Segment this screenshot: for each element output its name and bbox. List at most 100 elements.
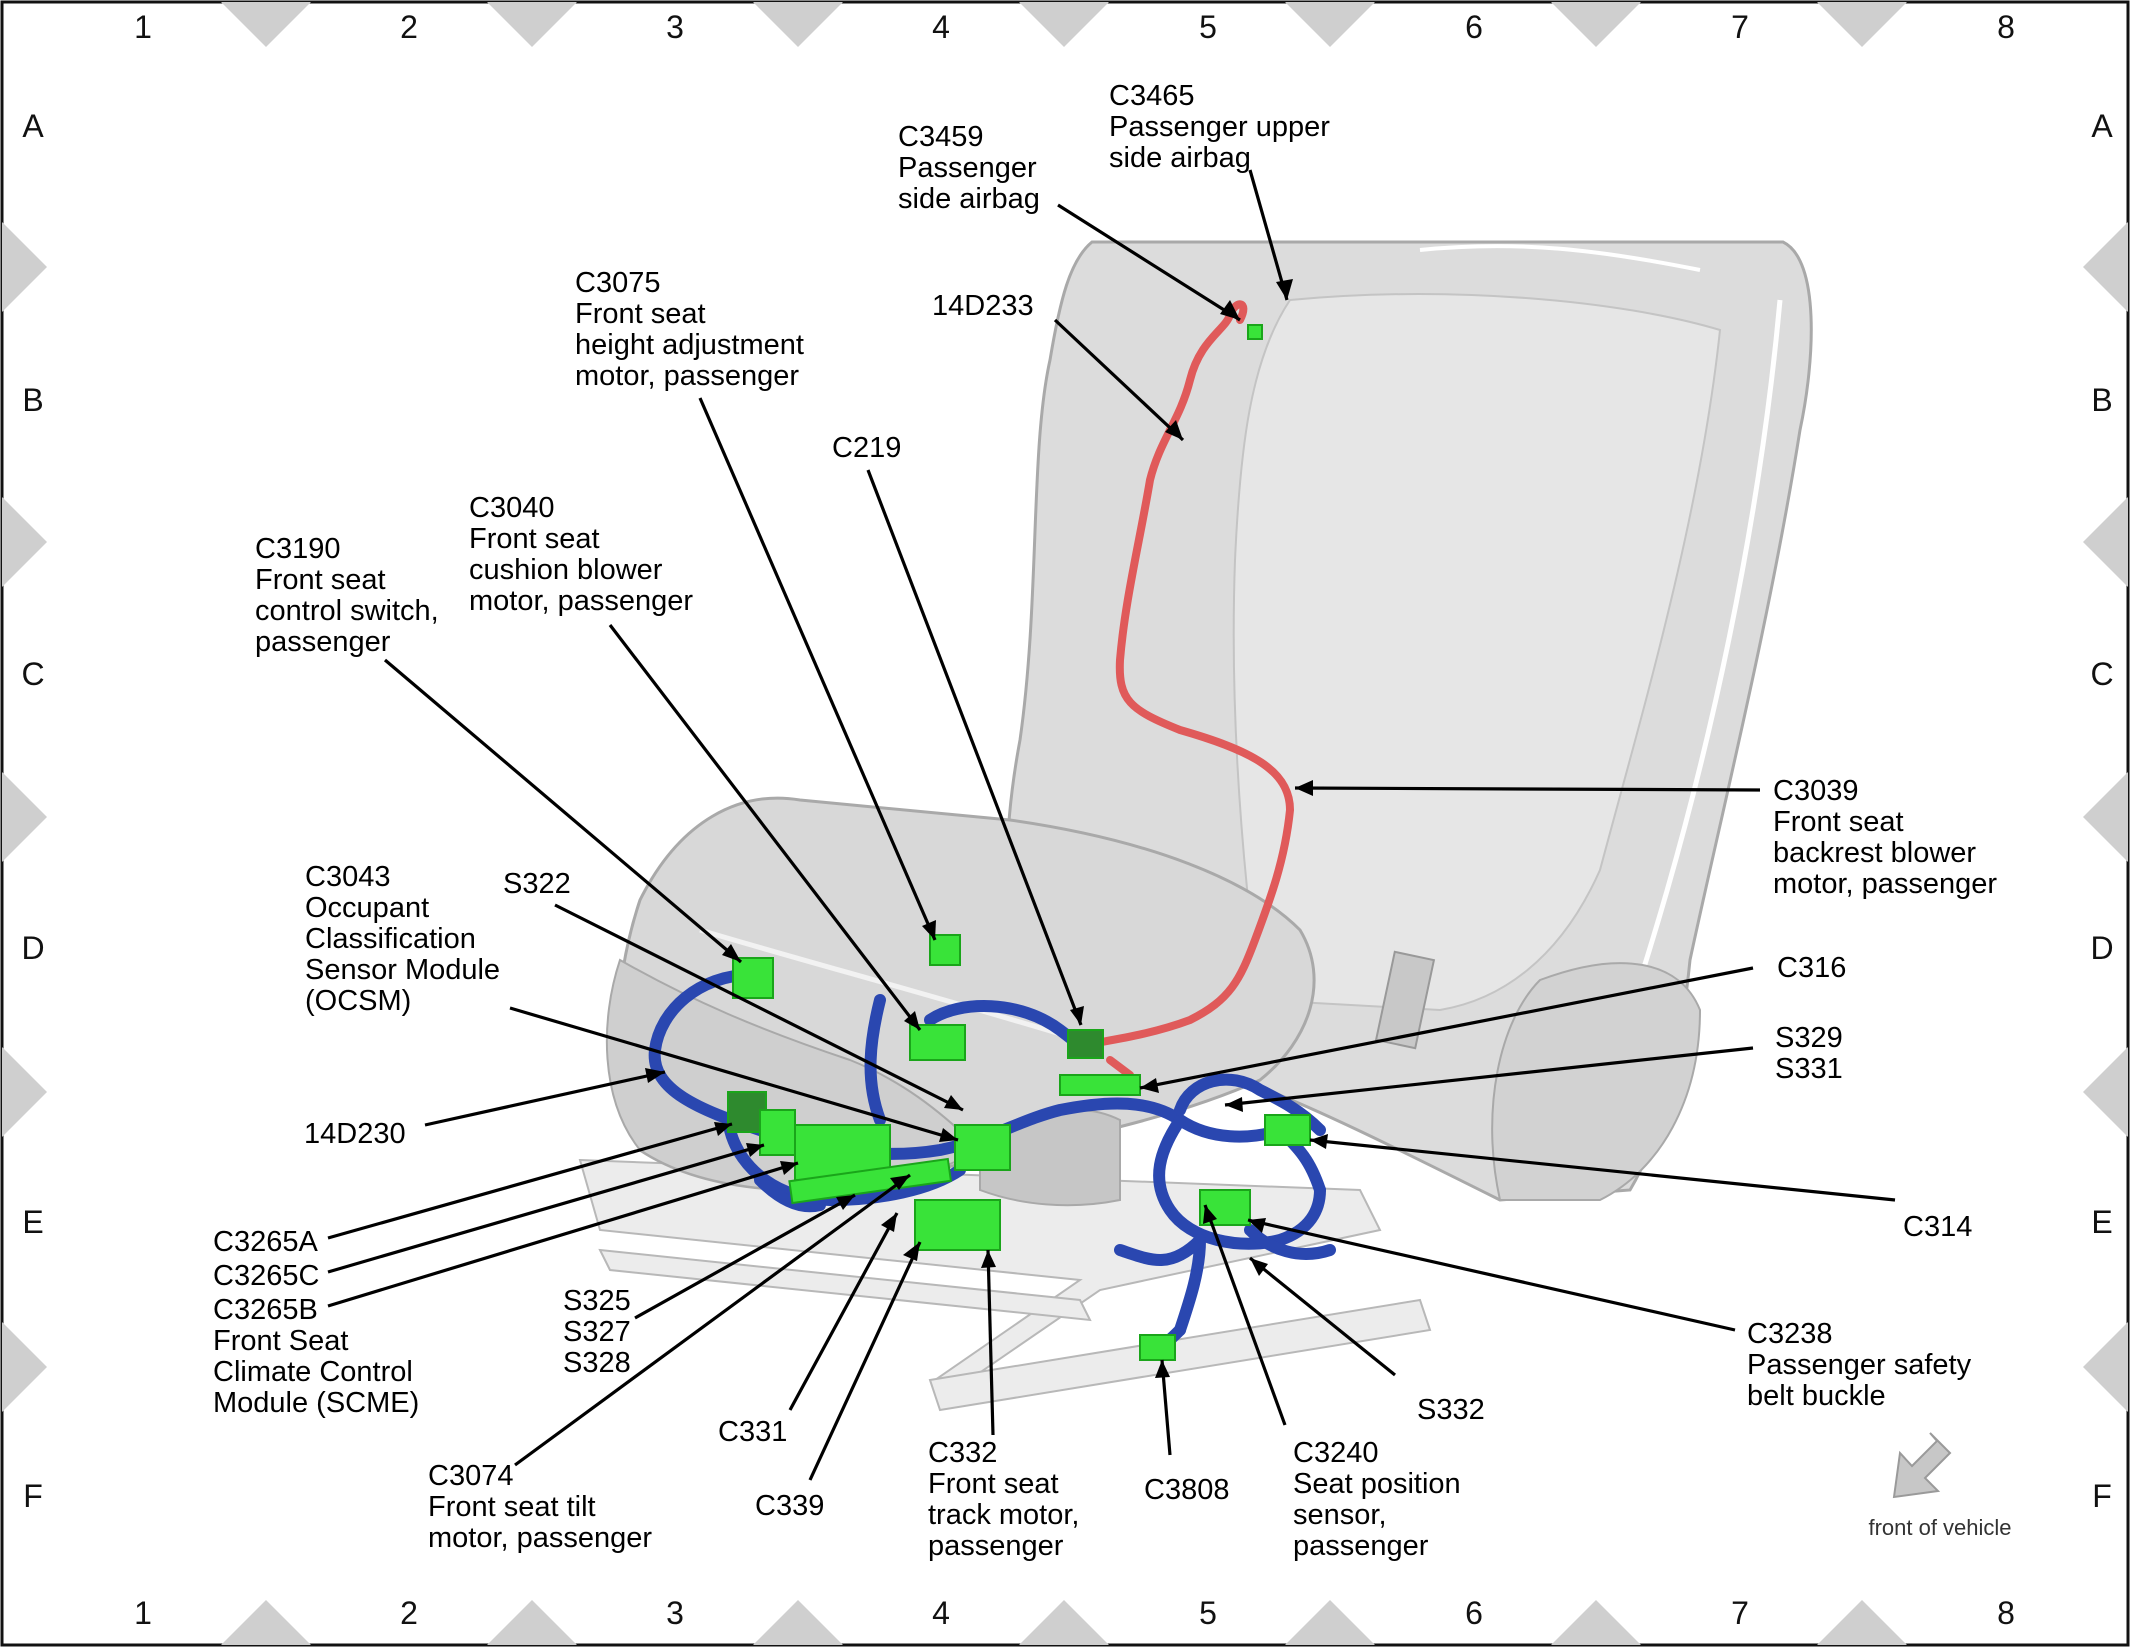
leader-c314 — [1309, 1138, 1896, 1202]
grid-row-b: B — [22, 382, 43, 418]
grid-row-b: B — [2091, 382, 2112, 418]
connector-c3465 — [1247, 324, 1263, 340]
callout-c3465: C3465 Passenger upper side airbag — [1109, 80, 1338, 174]
leader-s325 — [634, 1193, 856, 1320]
callout-line: track motor, — [928, 1499, 1080, 1531]
seat-side-bolster — [1491, 962, 1702, 1201]
leader-c339 — [808, 1241, 922, 1481]
callout-line: Front seat tilt — [428, 1491, 596, 1523]
callout-line: C339 — [755, 1490, 824, 1522]
callout-line: side airbag — [1109, 142, 1251, 174]
callout-line: motor, passenger — [1773, 868, 1997, 900]
callout-line: Passenger safety — [1747, 1349, 1972, 1381]
leader-c219 — [866, 469, 1083, 1026]
belt-buckle-stalk — [1374, 950, 1436, 1050]
callout-c3075: C3075 Front seat height adjustment motor… — [575, 267, 812, 392]
callout-line: Passenger — [898, 152, 1037, 184]
callout-line: C3265C — [213, 1260, 319, 1292]
grid-col-4: 4 — [932, 9, 950, 45]
callout-line: C3040 — [469, 492, 554, 524]
grid-row-e: E — [22, 1204, 43, 1240]
callout-c314: C314 — [1903, 1211, 1972, 1243]
callout-c3040: C3040 Front seat cushion blower motor, p… — [469, 492, 693, 617]
callout-line: C3238 — [1747, 1318, 1832, 1350]
callout-line: Front seat — [469, 523, 600, 555]
callout-line: control switch, — [255, 595, 439, 627]
leader-s329 — [1224, 1046, 1754, 1107]
callout-line: Module (SCME) — [213, 1387, 419, 1419]
grid-col-5: 5 — [1199, 1595, 1217, 1631]
grid-row-c: C — [21, 656, 44, 692]
grid-col-1: 1 — [134, 1595, 152, 1631]
callout-line: C3240 — [1293, 1437, 1378, 1469]
callout-line: belt buckle — [1747, 1380, 1886, 1412]
grid-column-labels-top: 1 2 3 4 5 6 7 8 — [134, 9, 2015, 45]
callout-14d230: 14D230 — [304, 1118, 406, 1150]
callout-line: motor, passenger — [428, 1522, 652, 1554]
leader-c3265a — [327, 1122, 733, 1240]
callout-s332: S332 — [1417, 1394, 1485, 1426]
callout-line: C3190 — [255, 533, 340, 565]
callout-line: S322 — [503, 868, 571, 900]
callout-s325-s327-s328: S325 S327 S328 — [563, 1285, 639, 1379]
leader-c3190 — [383, 658, 743, 964]
callout-line: S328 — [563, 1347, 631, 1379]
callout-c3459: C3459 Passenger side airbag — [898, 121, 1045, 215]
leader-c3040 — [608, 624, 922, 1031]
grid-col-1: 1 — [134, 9, 152, 45]
callout-line: Passenger upper — [1109, 111, 1330, 143]
leader-14d230 — [424, 1070, 666, 1127]
grid-col-6: 6 — [1465, 9, 1483, 45]
grid-col-3: 3 — [666, 1595, 684, 1631]
arrow-down-left-icon — [1892, 1432, 1952, 1499]
callout-line: S325 — [563, 1285, 631, 1317]
callout-line: C314 — [1903, 1211, 1972, 1243]
leader-c3238 — [1247, 1218, 1736, 1332]
callout-line: Sensor Module — [305, 954, 500, 986]
grid-row-d: D — [21, 930, 44, 966]
callout-line: C3459 — [898, 121, 983, 153]
callout-line: Front seat — [928, 1468, 1059, 1500]
callout-s329-s331: S329 S331 — [1775, 1022, 1851, 1085]
callout-line: motor, passenger — [575, 360, 799, 392]
connector-c3265c — [759, 1109, 796, 1156]
callout-c3265: C3265A C3265C C3265B Front Seat Climate … — [213, 1226, 421, 1419]
connector-scme-module — [788, 1157, 953, 1205]
leader-c3465 — [1248, 169, 1289, 301]
grid-column-labels-bottom: 1 2 3 4 5 6 7 8 — [134, 1595, 2015, 1631]
leader-c3265c — [327, 1143, 765, 1274]
callout-line: S332 — [1417, 1394, 1485, 1426]
grid-col-2: 2 — [400, 9, 418, 45]
callout-c3039: C3039 Front seat backrest blower motor, … — [1773, 775, 1997, 900]
front-of-vehicle-label: front of vehicle — [1868, 1515, 2011, 1540]
connectors — [727, 324, 1311, 1361]
leader-c3265b — [327, 1161, 799, 1308]
callout-line: passenger — [255, 626, 391, 658]
grid-row-f: F — [23, 1478, 43, 1514]
callout-line: C331 — [718, 1416, 787, 1448]
callout-line: side airbag — [898, 183, 1040, 215]
callout-line: S327 — [563, 1316, 631, 1348]
callout-line: C316 — [1777, 952, 1846, 984]
callout-c3074: C3074 Front seat tilt motor, passenger — [428, 1460, 652, 1554]
grid-col-4: 4 — [932, 1595, 950, 1631]
callout-line: backrest blower — [1773, 837, 1976, 869]
grid-col-5: 5 — [1199, 9, 1217, 45]
leader-c3039 — [1294, 786, 1761, 792]
grid-col-8: 8 — [1997, 9, 2015, 45]
callout-line: Climate Control — [213, 1356, 413, 1388]
connector-c314 — [1264, 1114, 1311, 1146]
callout-c332: C332 Front seat track motor, passenger — [928, 1437, 1088, 1562]
red-harness-14D233 — [1081, 300, 1294, 1079]
leader-arrowheads — [645, 279, 1328, 1378]
leader-c3459 — [1057, 203, 1241, 322]
grid-col-7: 7 — [1731, 1595, 1749, 1631]
grid-row-d: D — [2090, 930, 2113, 966]
connector-c219 — [1067, 1029, 1104, 1059]
leader-c332 — [986, 1249, 995, 1436]
callout-line: C3043 — [305, 861, 390, 893]
leader-14d233 — [1053, 318, 1185, 442]
connector-c3808 — [1139, 1334, 1176, 1361]
grid-col-7: 7 — [1731, 9, 1749, 45]
